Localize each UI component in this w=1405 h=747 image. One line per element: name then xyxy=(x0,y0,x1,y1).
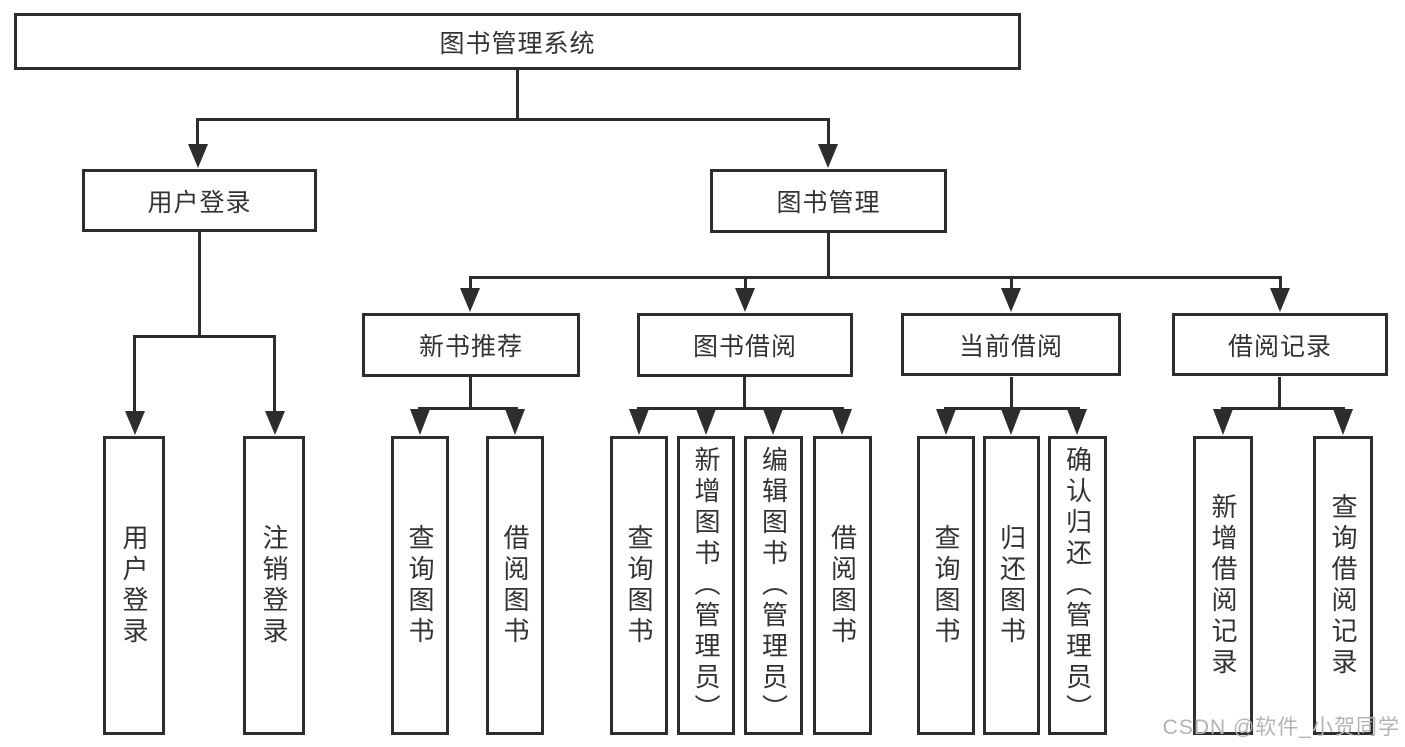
arrow-down-icon xyxy=(505,409,525,435)
connector-user-login-crossbar xyxy=(133,335,276,338)
leaf-label: 归还图书 xyxy=(996,523,1027,648)
connector-shaft xyxy=(469,276,472,290)
leaf-label: 查询图书 xyxy=(624,523,654,648)
node-leaf-query-books-2: 查询图书 xyxy=(610,436,668,735)
node-new-book-recommend-label: 新书推荐 xyxy=(418,333,523,361)
node-book-management: 图书管理 xyxy=(710,169,947,233)
arrow-down-icon xyxy=(125,411,145,435)
leaf-label: 借阅图书 xyxy=(500,523,530,648)
arrow-down-icon xyxy=(1213,409,1233,435)
connector-shaft xyxy=(133,335,136,413)
connector-crossbar xyxy=(1221,407,1345,410)
node-leaf-add-books-admin: 新增图书（管理员） xyxy=(677,436,735,735)
leaf-label: 查询借阅记录 xyxy=(1328,492,1358,679)
arrow-down-icon xyxy=(1001,409,1021,435)
connector-shaft xyxy=(1010,276,1013,290)
arrow-down-icon xyxy=(265,411,285,435)
arrow-down-icon xyxy=(1001,288,1021,312)
node-leaf-borrow-books-1: 借阅图书 xyxy=(486,436,544,735)
connector-root-stem xyxy=(516,70,519,120)
node-borrow-records: 借阅记录 xyxy=(1172,313,1388,376)
node-book-borrow-label: 图书借阅 xyxy=(692,333,797,361)
arrow-down-icon xyxy=(410,409,430,435)
node-new-book-recommend: 新书推荐 xyxy=(362,313,580,377)
leaf-label: 用户登录 xyxy=(119,523,149,648)
connector-l2-shaft-left xyxy=(196,118,199,147)
arrow-down-icon xyxy=(1333,409,1353,435)
arrow-down-icon xyxy=(832,409,852,435)
connector-stem xyxy=(1278,377,1281,408)
arrow-down-icon xyxy=(629,409,649,435)
connector-crossbar xyxy=(418,407,518,410)
node-root-label: 图书管理系统 xyxy=(439,29,596,58)
node-book-borrow: 图书借阅 xyxy=(637,313,853,377)
node-current-borrow-label: 当前借阅 xyxy=(958,332,1063,361)
connector-l3-crossbar xyxy=(469,276,1282,279)
node-leaf-edit-books-admin: 编辑图书（管理员） xyxy=(744,436,803,735)
connector-stem xyxy=(1010,377,1013,408)
arrow-down-icon xyxy=(1067,409,1087,435)
arrow-down-icon xyxy=(188,144,208,168)
leaf-label: 借阅图书 xyxy=(827,523,858,648)
node-leaf-query-books-3: 查询图书 xyxy=(917,436,975,735)
connector-l2-crossbar xyxy=(196,118,830,121)
node-root: 图书管理系统 xyxy=(14,13,1021,70)
node-leaf-query-borrow-record: 查询借阅记录 xyxy=(1313,436,1373,735)
leaf-label: 新增图书（管理员） xyxy=(691,446,721,725)
arrow-down-icon xyxy=(1270,288,1290,312)
connector-shaft xyxy=(1279,276,1282,290)
node-leaf-logout: 注销登录 xyxy=(243,436,305,735)
connector-user-login-stem xyxy=(198,232,201,336)
node-leaf-borrow-books-2: 借阅图书 xyxy=(813,436,872,735)
connector-crossbar xyxy=(944,407,1080,410)
leaf-label: 注销登录 xyxy=(259,523,289,648)
node-borrow-records-label: 借阅记录 xyxy=(1227,332,1332,361)
connector-stem xyxy=(743,377,746,408)
arrow-down-icon xyxy=(460,288,480,312)
arrow-down-icon xyxy=(696,409,716,435)
arrow-down-icon xyxy=(735,288,755,312)
node-user-login: 用户登录 xyxy=(82,169,317,232)
arrow-down-icon xyxy=(818,144,838,168)
node-book-management-label: 图书管理 xyxy=(776,189,881,217)
node-current-borrow: 当前借阅 xyxy=(901,313,1121,376)
connector-l2-shaft-right xyxy=(827,118,830,147)
node-user-login-label: 用户登录 xyxy=(147,188,252,217)
connector-crossbar xyxy=(637,407,844,410)
arrow-down-icon xyxy=(936,409,956,435)
leaf-label: 确认归还（管理员） xyxy=(1062,446,1093,725)
connector-shaft xyxy=(744,276,747,290)
arrow-down-icon xyxy=(763,409,783,435)
node-leaf-return-books: 归还图书 xyxy=(983,436,1040,735)
leaf-label: 查询图书 xyxy=(405,523,435,648)
csdn-watermark: CSDN @软件_小贺同学 xyxy=(1162,716,1400,739)
leaf-label: 查询图书 xyxy=(931,523,961,648)
leaf-label: 编辑图书（管理员） xyxy=(758,446,789,725)
connector-stem xyxy=(469,377,472,408)
node-leaf-confirm-return-admin: 确认归还（管理员） xyxy=(1048,436,1107,735)
node-leaf-user-login: 用户登录 xyxy=(103,436,165,735)
connector-book-mgmt-stem xyxy=(827,233,830,277)
node-leaf-add-borrow-record: 新增借阅记录 xyxy=(1193,436,1253,735)
node-leaf-query-books-1: 查询图书 xyxy=(391,436,449,735)
connector-shaft xyxy=(273,335,276,413)
leaf-label: 新增借阅记录 xyxy=(1208,492,1238,679)
